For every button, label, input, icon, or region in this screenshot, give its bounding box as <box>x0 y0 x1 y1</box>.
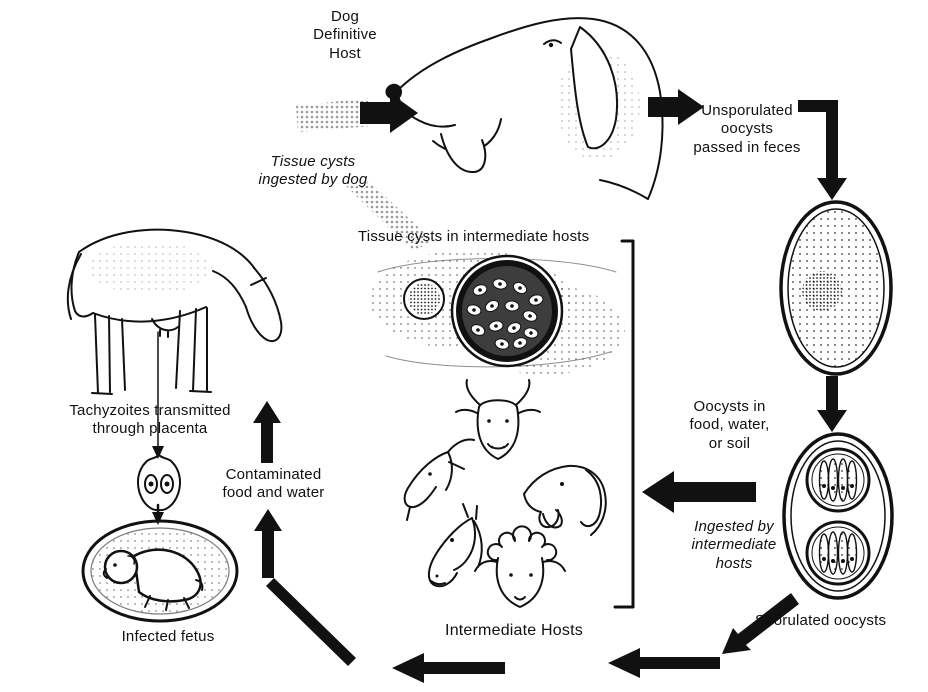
cow-illustration <box>66 228 283 395</box>
arrow-oocysts-to-intermediate-hosts <box>642 471 756 513</box>
label-oocysts-in-food-water-soil: Oocysts in food, water, or soil <box>689 398 770 452</box>
label-sporulated-oocysts: Sporulated oocysts <box>755 612 887 629</box>
placenta-transmission-line <box>152 331 164 525</box>
label-unsporulated-oocysts: Unsporulated oocysts passed in feces <box>693 102 801 156</box>
tachyzoite-stage-illustration <box>137 454 181 512</box>
label-dog-definitive-host: Dog Definitive Host <box>313 8 377 62</box>
cow-head-icon <box>455 379 541 460</box>
unsporulated-oocyst-illustration <box>779 200 893 376</box>
arrow-sporulated-down-left <box>722 593 799 654</box>
arrow-contaminated-to-cow <box>253 401 281 463</box>
stipple-trail-to-tissue-cysts <box>346 182 432 252</box>
label-tissue-cysts-in-intermediate-hosts: Tissue cysts in intermediate hosts <box>358 228 590 245</box>
dog-head-illustration <box>385 17 664 200</box>
tissue-cyst-illustration <box>370 250 625 375</box>
infected-fetus-illustration <box>81 519 239 623</box>
path-bottom-diagonal <box>266 578 356 666</box>
label-infected-fetus: Infected fetus <box>121 628 215 645</box>
sheep-head-icon <box>474 525 566 608</box>
bracket <box>613 239 635 609</box>
arrow-feces-to-oocyst <box>798 100 847 200</box>
arrow-dog-to-unsporulated-oocysts <box>648 89 704 125</box>
label-intermediate-hosts: Intermediate Hosts <box>445 622 583 639</box>
arrow-up-to-contaminated <box>254 509 282 578</box>
intermediate-hosts-illustration <box>403 379 607 608</box>
label-ingested-by-intermediate-hosts: Ingested by intermediate hosts <box>691 518 777 572</box>
arrow-tissue-cysts-to-dog <box>360 93 418 133</box>
dog-head-small-icon <box>523 464 607 536</box>
label-contaminated-food-and-water: Contaminated food and water <box>222 466 325 502</box>
label-tissue-cysts-ingested-by-dog: Tissue cysts ingested by dog <box>258 153 368 189</box>
horse-head-icon <box>428 503 483 588</box>
arrow-oocyst-to-sporulated <box>817 376 847 432</box>
sporulated-oocyst-illustration <box>782 432 894 600</box>
arrow-bottom-left-segment <box>392 653 505 683</box>
arrow-bottom-right-segment <box>608 648 720 678</box>
goat-head-icon <box>403 438 475 521</box>
label-tachyzoites-transmitted: Tachyzoites transmitted through placenta <box>69 402 231 438</box>
stipple-trail-to-dog-mouth <box>296 98 372 132</box>
arrow-tachyzoites-to-fetus <box>152 512 164 525</box>
